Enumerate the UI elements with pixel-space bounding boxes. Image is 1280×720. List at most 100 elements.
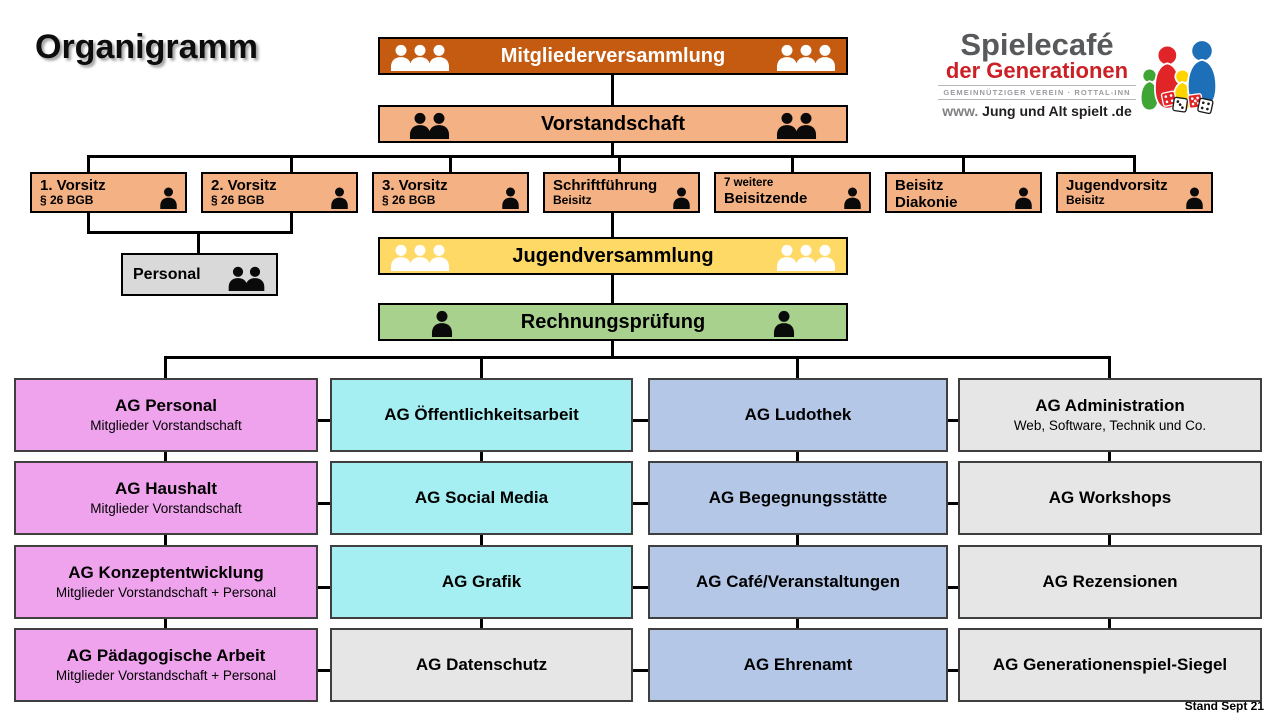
connector-line [87,231,293,234]
person-icon [242,265,268,291]
connector-line [314,669,334,672]
logo-tagline: GEMEINNÜTZIGER VEREIN · ROTTAL-INN [938,84,1136,100]
board-title: 3. Vorsitz [382,177,448,194]
people-group [770,309,798,337]
node-label: Personal [133,265,201,283]
node-label: Vorstandschaft [540,112,686,135]
logo-url-suffix: .de [1111,102,1132,119]
connector-line [164,357,167,378]
person-icon [841,186,864,209]
ag-konzeptentwicklung: AG Konzeptentwicklung Mitglieder Vorstan… [14,545,318,619]
person-icon [1012,186,1035,209]
ag-subtitle: Mitglieder Vorstandschaft [90,417,242,433]
person-icon [811,43,839,71]
logo-name-line1: Spielecafé [960,27,1114,62]
person-icon [773,111,801,139]
node-jugendversammlung: Jugendversammlung [378,237,848,275]
node-schriftfuehrung: Schriftführung Beisitz [543,172,700,213]
ag-haushalt: AG Haushalt Mitglieder Vorstandschaft [14,461,318,535]
people-group [225,265,268,291]
person-icon [1183,186,1206,209]
ag-oeffentlichkeitsarbeit: AG Öffentlichkeitsarbeit [330,378,633,452]
ag-ehrenamt: AG Ehrenamt [648,628,948,702]
ag-title: AG Öffentlichkeitsarbeit [384,404,579,424]
connector-line [1108,452,1111,461]
person-icon [387,243,415,271]
person-icon [387,43,415,71]
person-icon [811,243,839,271]
connector-line [1133,156,1136,173]
node-mitgliederversammlung: Mitgliederversammlung [378,37,848,75]
ag-title: AG Administration [1035,396,1185,416]
connector-line [480,619,483,628]
ag-grafik: AG Grafik [330,545,633,619]
date-stamp: Stand Sept 21 [1184,699,1264,713]
person-icon [406,111,434,139]
board-subtitle: Beisitz [553,193,592,208]
board-subtitle: § 26 BGB [211,193,265,208]
connector-line [611,75,614,106]
node-label: Mitgliederversammlung [500,44,726,67]
connector-line [796,535,799,545]
ag-title: AG Pädagogische Arbeit [66,646,266,666]
connector-line [796,452,799,461]
node-1-vorsitz: 1. Vorsitz § 26 BGB [30,172,187,213]
logo-url-main: Jung und Alt spielt [982,102,1108,119]
connector-line [796,619,799,628]
ag-title: AG Rezensionen [1042,571,1178,591]
ag-subtitle: Web, Software, Technik und Co. [1013,417,1207,433]
node-weitere-beisitzende: 7 weitere Beisitzende [714,172,871,213]
ag-datenschutz: AG Datenschutz [330,628,633,702]
ag-title: AG Datenschutz [415,654,548,674]
person-icon [670,186,693,209]
ag-paedagogische-arbeit: AG Pädagogische Arbeit Mitglieder Vorsta… [14,628,318,702]
person-icon [425,43,453,71]
ag-title: AG Social Media [414,487,549,507]
node-jugendvorsitz: Jugendvorsitz Beisitz [1056,172,1213,213]
connector-line [164,452,167,461]
connector-line [480,452,483,461]
ag-subtitle: Mitglieder Vorstandschaft + Personal [55,667,277,683]
person-icon [428,309,456,337]
person-icon [499,186,522,209]
connector-line [480,535,483,545]
people-group [773,243,839,271]
connector-line [1108,535,1111,545]
connector-line [87,155,1136,158]
connector-line [791,156,794,173]
connector-line [629,669,652,672]
ag-title: AG Café/Veranstaltungen [695,571,901,591]
people-group [387,43,453,71]
connector-line [1108,619,1111,628]
connector-line [480,357,483,378]
person-icon [425,111,453,139]
connector-line [629,586,652,589]
connector-line [629,419,652,422]
board-subtitle: Diakonie [895,194,958,212]
ag-rezensionen: AG Rezensionen [958,545,1262,619]
board-subtitle: § 26 BGB [40,193,94,208]
person-icon [770,309,798,337]
ag-workshops: AG Workshops [958,461,1262,535]
person-icon [328,186,351,209]
connector-line [314,419,334,422]
board-title: Schriftführung [553,177,658,194]
people-group [406,111,453,139]
connector-line [944,669,962,672]
ag-title: AG Konzeptentwicklung [68,563,264,583]
ag-title: AG Haushalt [114,479,218,499]
connector-line [164,356,1111,359]
connector-line [164,535,167,545]
connector-line [197,234,200,253]
board-subtitle: Beisitzende [724,190,808,208]
logo-name-line2: der Generationen [945,58,1129,84]
person-icon [425,243,453,271]
ag-administration: AG Administration Web, Software, Technik… [958,378,1262,452]
connector-line [611,275,614,304]
connector-line [87,213,90,234]
logo-url-prefix: www. [942,102,979,119]
connector-line [1108,357,1111,378]
ag-begegnungsstaette: AG Begegnungsstätte [648,461,948,535]
person-icon [792,43,820,71]
node-rechnungspruefung: Rechnungsprüfung [378,303,848,341]
